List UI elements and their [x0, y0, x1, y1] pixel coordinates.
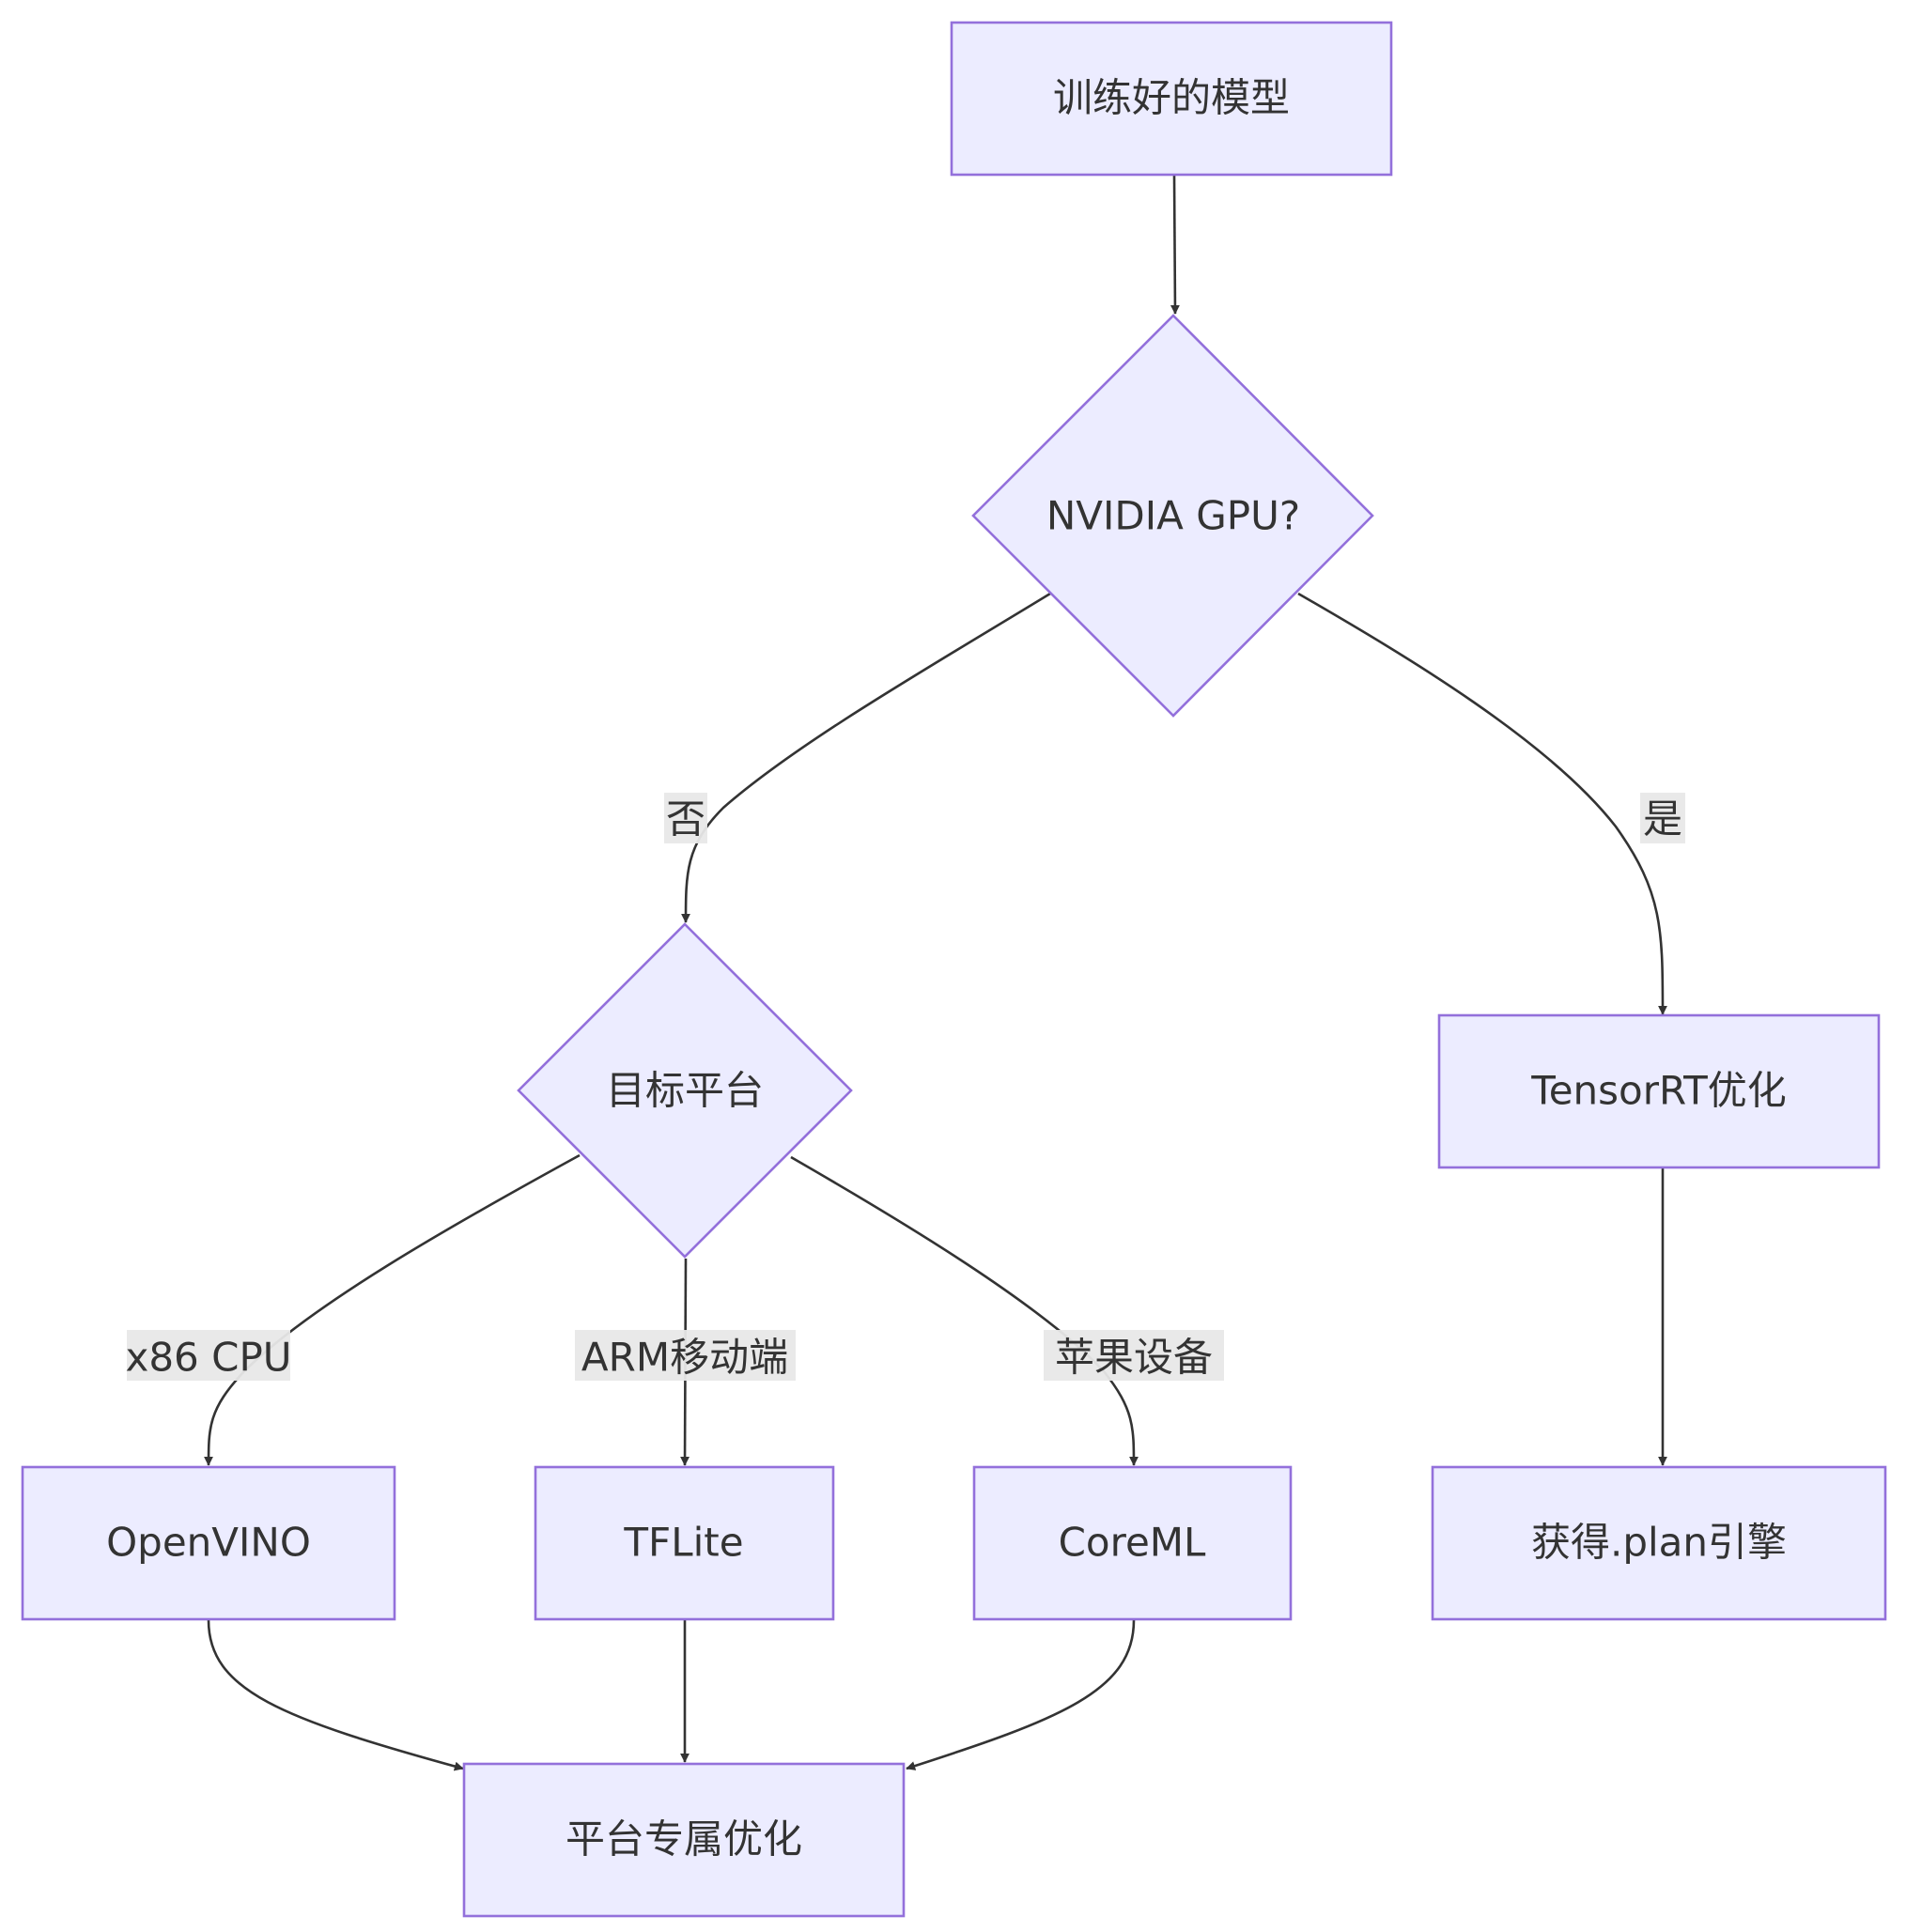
node-trained-model: 训练好的模型 — [950, 21, 1393, 177]
svg-text:是: 是 — [1643, 796, 1682, 842]
svg-text:苹果设备: 苹果设备 — [1055, 1335, 1213, 1381]
svg-text:TensorRT优化: TensorRT优化 — [1530, 1068, 1787, 1114]
nodes: 训练好的模型 NVIDIA GPU? 目标平台 TensorRT优化 获得.pl… — [21, 21, 1887, 1918]
edge-target-to-openvino — [204, 1153, 581, 1466]
node-plan-engine: 获得.plan引擎 — [1431, 1465, 1887, 1621]
edge-target-to-coreml — [790, 1155, 1139, 1466]
edge-coreml-to-platform — [906, 1619, 1136, 1770]
svg-text:平台专属优化: 平台专属优化 — [566, 1816, 802, 1862]
node-coreml: CoreML — [972, 1465, 1293, 1621]
node-nvidia-gpu-decision: NVIDIA GPU? — [971, 314, 1374, 718]
node-tensorrt: TensorRT优化 — [1437, 1013, 1881, 1169]
edge-label-yes: 是 — [1640, 793, 1685, 843]
node-tflite: TFLite — [534, 1465, 835, 1621]
svg-text:x86 CPU: x86 CPU — [125, 1335, 291, 1381]
svg-text:CoreML: CoreML — [1059, 1520, 1206, 1566]
node-platform-opt: 平台专属优化 — [462, 1762, 906, 1918]
node-target-platform-decision: 目标平台 — [517, 922, 853, 1259]
edge-label-apple: 苹果设备 — [1044, 1330, 1224, 1381]
svg-text:训练好的模型: 训练好的模型 — [1053, 75, 1290, 121]
svg-text:获得.plan引擎: 获得.plan引擎 — [1531, 1520, 1787, 1566]
edge-label-no: 否 — [664, 793, 707, 843]
node-openvino: OpenVINO — [21, 1465, 396, 1621]
edge-label-x86: x86 CPU — [125, 1330, 292, 1381]
svg-text:ARM移动端: ARM移动端 — [581, 1335, 788, 1381]
edge-model-to-gpu — [1170, 174, 1180, 315]
svg-text:否: 否 — [666, 796, 705, 842]
edge-gpu-to-target-no — [681, 592, 1051, 923]
svg-text:TFLite: TFLite — [623, 1520, 743, 1566]
svg-text:目标平台: 目标平台 — [606, 1068, 764, 1114]
edge-label-arm: ARM移动端 — [575, 1330, 796, 1381]
edge-openvino-to-platform — [207, 1619, 464, 1771]
svg-text:OpenVINO: OpenVINO — [106, 1520, 311, 1566]
svg-text:NVIDIA GPU?: NVIDIA GPU? — [1046, 493, 1300, 539]
edge-labels: 否 是 x86 CPU ARM移动端 苹果设备 — [125, 793, 1685, 1381]
edge-gpu-to-tensorrt-yes — [1297, 592, 1667, 1015]
